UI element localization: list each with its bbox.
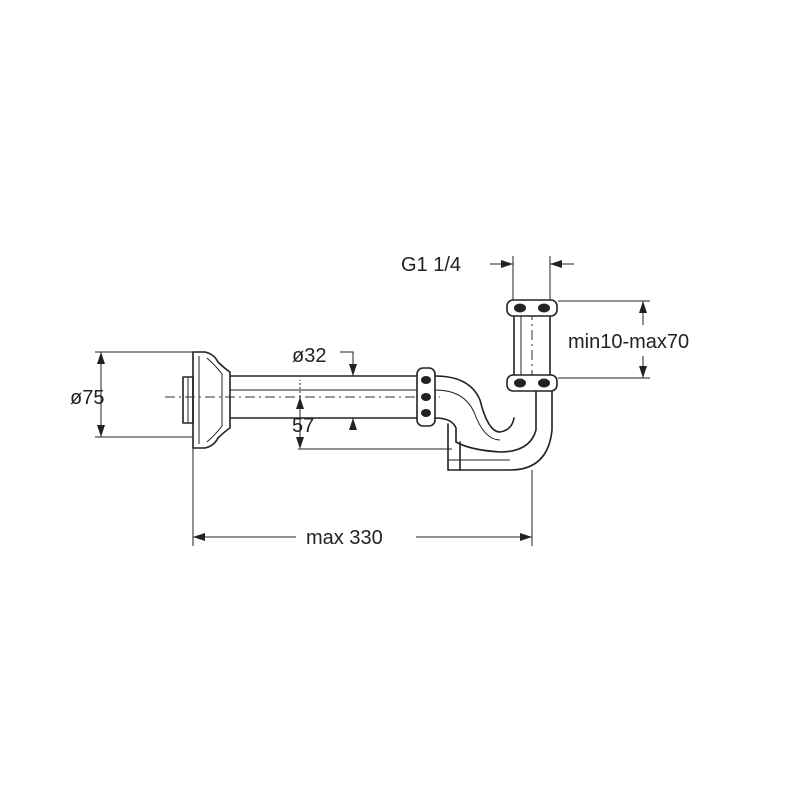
label-thread: G1 1/4 xyxy=(401,254,461,276)
dimension-rosette-diameter xyxy=(95,351,193,438)
label-rosette-diameter: ø75 xyxy=(70,387,104,409)
dimension-pipe-diameter xyxy=(340,351,357,430)
horizontal-pipe xyxy=(229,375,419,419)
dimension-thread xyxy=(490,256,574,300)
dimension-height-range xyxy=(558,300,650,379)
label-offset: 57 xyxy=(292,415,314,437)
wall-rosette xyxy=(182,351,231,449)
trap-bend xyxy=(434,375,553,471)
label-length: max 330 xyxy=(306,527,383,549)
dimension-length xyxy=(192,437,533,546)
upper-union-nut xyxy=(506,299,558,317)
label-height-range: min10-max70 xyxy=(568,331,689,353)
lower-union-nut xyxy=(506,374,558,392)
dimension-offset xyxy=(296,380,452,450)
label-pipe-diameter: ø32 xyxy=(292,345,326,367)
horizontal-union-nut xyxy=(416,367,436,427)
